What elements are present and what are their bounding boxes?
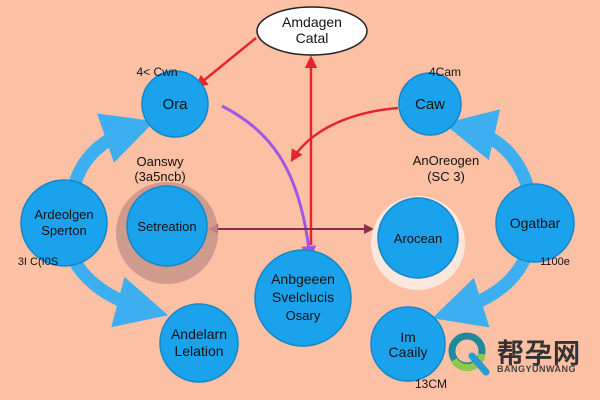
label-far-left: 3I C(I0S bbox=[18, 256, 58, 268]
node-bottom-left bbox=[159, 303, 239, 383]
label-top-left: 4< Cwn bbox=[136, 65, 177, 79]
node-left bbox=[20, 179, 108, 267]
top-node bbox=[256, 6, 368, 56]
label-left-mid-2: (3a5ncb) bbox=[134, 169, 185, 184]
node-bottom-right-line1: Im bbox=[400, 329, 416, 345]
watermark-subtext: BANGYUNWANG bbox=[497, 364, 576, 374]
node-bottom-right-line2: Caaily bbox=[389, 344, 428, 360]
node-right bbox=[495, 183, 575, 263]
node-center-line1: Anbgeeen bbox=[271, 271, 335, 287]
node-caw bbox=[398, 72, 462, 136]
label-right-mid-2: (SC 3) bbox=[427, 169, 465, 184]
red-arrow-caw-curve bbox=[290, 106, 399, 163]
node-ora bbox=[141, 70, 209, 138]
top-node-line2: Catal bbox=[296, 30, 329, 46]
node-center-line3: Osary bbox=[286, 308, 321, 323]
watermark-text: 帮孕网 bbox=[497, 339, 581, 370]
node-center-line2: Svelclucis bbox=[272, 289, 334, 305]
label-far-right: 1100e bbox=[540, 256, 570, 268]
node-arocean bbox=[377, 197, 459, 279]
node-center bbox=[254, 249, 352, 347]
node-setreation bbox=[126, 185, 208, 267]
node-ora-label: Ora bbox=[162, 96, 188, 113]
top-node-line1: Amdagen bbox=[282, 14, 342, 30]
node-setreation-label: Setreation bbox=[137, 219, 196, 234]
node-bottom-right bbox=[370, 306, 446, 382]
label-bottom: 13CM bbox=[415, 377, 447, 391]
node-left-line2: Sperton bbox=[41, 223, 87, 238]
label-left-mid-1: Oanswy bbox=[137, 154, 184, 169]
label-top-right: 4Cam bbox=[429, 65, 461, 79]
red-arrow-top-to-ora bbox=[195, 37, 257, 88]
node-caw-label: Caw bbox=[415, 96, 445, 113]
q-logo-icon bbox=[448, 332, 490, 376]
node-right-label: Ogatbar bbox=[510, 215, 561, 231]
node-left-line1: Ardeolgen bbox=[34, 207, 93, 222]
node-bottom-left-line1: Andelarn bbox=[171, 326, 227, 342]
node-bottom-left-line2: Lelation bbox=[174, 343, 223, 359]
node-arocean-label: Arocean bbox=[394, 231, 442, 246]
label-right-mid-1: AnOreogen bbox=[413, 153, 480, 168]
